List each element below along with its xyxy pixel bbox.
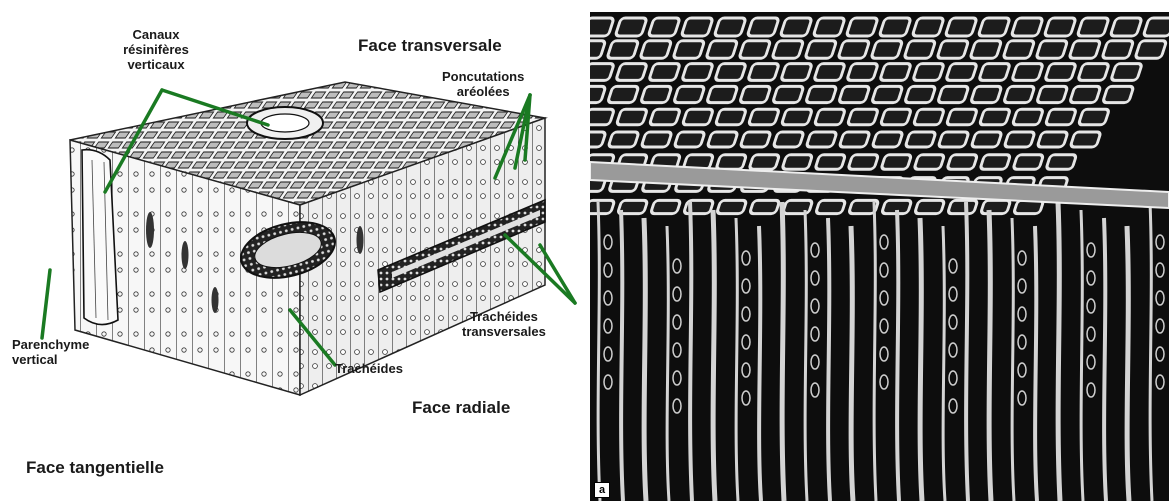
label-face-tangentielle: Face tangentielle <box>26 458 164 478</box>
label-parenchyme: Parenchyme vertical <box>12 338 89 368</box>
label-canaux: Canaux résinifères verticaux <box>96 28 216 73</box>
panel-letter-badge: a <box>594 482 610 498</box>
label-tracheides: Trachéides <box>335 362 403 377</box>
label-face-radiale: Face radiale <box>412 398 510 418</box>
sem-micrograph <box>590 12 1169 501</box>
label-tracheides-transversales: Trachéides transversales <box>462 310 546 340</box>
label-poncutations: Poncutations aréolées <box>442 70 524 100</box>
label-face-transversale: Face transversale <box>358 36 502 56</box>
